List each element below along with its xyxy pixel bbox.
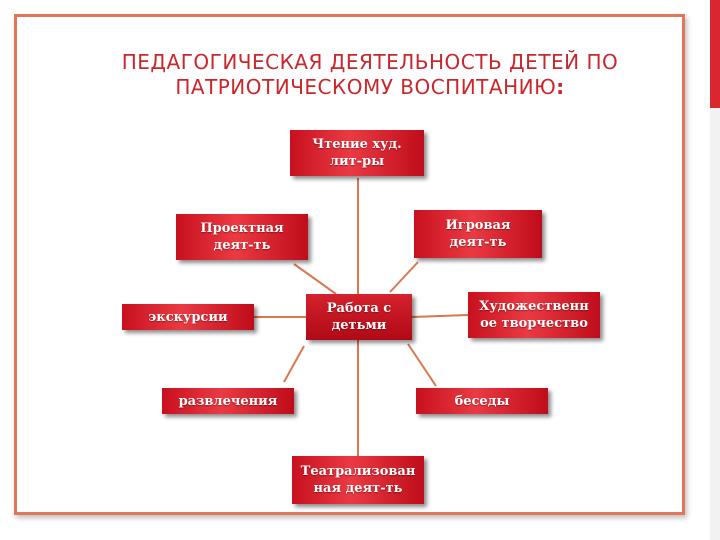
node-excursions: экскурсии <box>122 304 254 330</box>
slide-frame <box>14 14 685 515</box>
node-center-text: Работа с детьми <box>327 300 391 334</box>
node-project-text: Проектная деят-ть <box>200 220 283 254</box>
node-entertainment: развлечения <box>162 388 294 414</box>
node-theatre-line-1: Театрализован <box>300 464 416 479</box>
side-panel <box>710 108 720 540</box>
node-game: Игровая деят-ть <box>414 210 542 258</box>
node-game-line-2: деят-ть <box>449 235 507 250</box>
node-art-line-1: Художественн <box>479 299 589 314</box>
node-center: Работа с детьми <box>306 294 412 340</box>
title-line-2: ПАТРИОТИЧЕСКОМУ ВОСПИТАНИЮ: <box>60 75 680 100</box>
node-theatre: Театрализован ная деят-ть <box>292 456 424 504</box>
node-theatre-text: Театрализован ная деят-ть <box>301 463 416 497</box>
slide-title: ПЕДАГОГИЧЕСКАЯ ДЕЯТЕЛЬНОСТЬ ДЕТЕЙ ПО ПАТ… <box>60 50 680 100</box>
node-reading-line-1: Чтение худ. <box>312 137 402 152</box>
node-project: Проектная деят-ть <box>176 214 308 260</box>
node-theatre-line-2: ная деят-ть <box>313 481 403 496</box>
connector-art <box>411 314 469 318</box>
node-project-line-1: Проектная <box>200 221 284 236</box>
node-center-line-2: детьми <box>331 318 387 333</box>
node-excursions-label: экскурсии <box>148 309 228 325</box>
node-conversations: беседы <box>416 388 548 414</box>
node-reading: Чтение худ. лит-ры <box>290 130 424 176</box>
node-reading-line-2: лит-ры <box>329 154 385 169</box>
node-project-line-2: деят-ть <box>213 238 271 253</box>
connector-project <box>293 263 337 295</box>
side-accent-bar <box>710 0 720 108</box>
node-entertainment-label: развлечения <box>178 393 278 409</box>
connector-entertainment <box>283 345 305 383</box>
node-game-line-1: Игровая <box>445 218 511 233</box>
connector-game <box>389 261 419 293</box>
node-art: Художественн ое творчество <box>468 292 600 338</box>
node-center-line-1: Работа с <box>326 301 392 316</box>
title-colon: : <box>556 75 565 99</box>
node-game-text: Игровая деят-ть <box>445 217 510 251</box>
node-reading-text: Чтение худ. лит-ры <box>312 136 401 170</box>
node-conversations-label: беседы <box>454 393 510 409</box>
title-line-2-text: ПАТРИОТИЧЕСКОМУ ВОСПИТАНИЮ <box>175 75 557 99</box>
connector-conversations <box>407 343 437 387</box>
node-art-text: Художественн ое творчество <box>479 298 588 332</box>
node-art-line-2: ое творчество <box>480 316 588 331</box>
title-line-1: ПЕДАГОГИЧЕСКАЯ ДЕЯТЕЛЬНОСТЬ ДЕТЕЙ ПО <box>121 50 619 74</box>
